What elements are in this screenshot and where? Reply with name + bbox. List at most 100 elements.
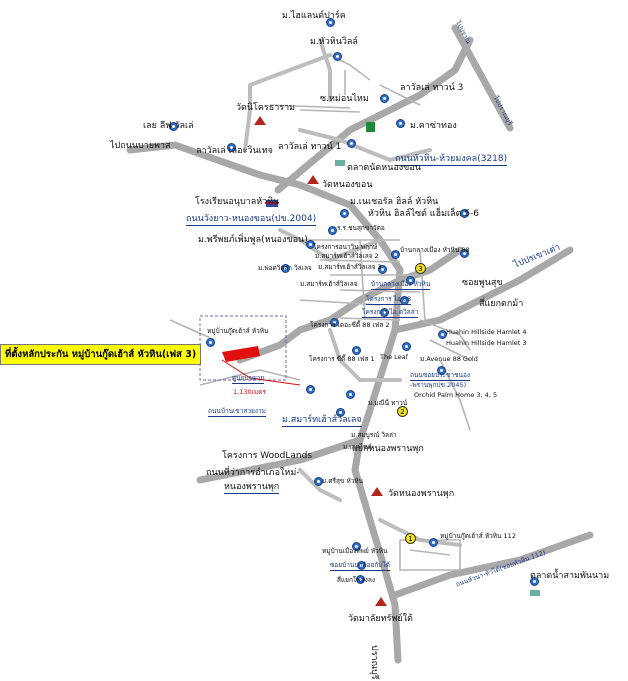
number-marker: 3 xyxy=(415,263,426,274)
road-southwest xyxy=(196,436,364,484)
road-west-hills xyxy=(278,228,382,262)
label-life-villa: เลย ลีฟ วัลเล่ xyxy=(143,121,194,131)
label-phawadi: ม.พ่อดวิลล่า วิลเลจ xyxy=(258,264,312,272)
property-highlight-label: ที่ตั้งหลักประกัน หมู่บ้านกู๊ดเฮ้าส์ หัว… xyxy=(0,344,202,365)
label-manee-town: ม.มณีนี่ ทาวน์ xyxy=(368,399,408,407)
label-market: ตลาดนัดหนองขอน xyxy=(347,163,421,173)
location-pin xyxy=(333,52,342,61)
label-srisuk: ม.ศรีสุข หัวหิน xyxy=(322,477,364,485)
road-east-branch xyxy=(391,246,574,334)
road-central-south xyxy=(351,266,404,664)
label-goodhouse-112: หมู่บ้านกู๊ดเฮ้าส์ หัวหิน 112 xyxy=(440,532,516,540)
label-road-khao-sam: ถนนบ้านเขาสวยงาม xyxy=(208,407,266,417)
label-soi-mon-mai: ซ.หม่อนไหม xyxy=(320,94,369,104)
label-market-sam-phan: ตลาดน้ำสามพันนาม xyxy=(530,571,610,581)
label-the-leaf: The Leaf xyxy=(380,353,408,361)
boundary-line-west xyxy=(169,319,301,386)
location-pin xyxy=(391,250,400,259)
temple-icon xyxy=(371,487,383,496)
location-pin xyxy=(328,226,337,235)
label-goodhouse: หมู่บ้านกู๊ดเฮ้าส์ หัวหิน xyxy=(207,327,269,335)
label-hh-hamlet3: Huahin Hillside Hamlet 3 xyxy=(446,339,527,347)
label-orchid: Orchid Palm Home 3, 4, 5 xyxy=(414,391,498,399)
number-marker: 1 xyxy=(405,533,416,544)
seven-eleven-icon xyxy=(366,122,375,132)
label-laguna3: ลาวัลเล่ ทาวน์ 3 xyxy=(400,83,464,93)
road-main-north xyxy=(274,36,474,194)
location-pin xyxy=(227,143,236,152)
location-pin xyxy=(460,249,469,258)
label-community: ศูนยบขยาย xyxy=(232,374,265,384)
road-northwest xyxy=(243,53,332,152)
market-icon-south xyxy=(530,590,540,596)
label-semsuk: ม.สมบูรณ์ วิลล่า xyxy=(351,431,397,439)
label-soi-nam-dai: ซอยบ้านนาต้อยกับได้ xyxy=(330,561,390,571)
road-lower-loop xyxy=(328,328,402,382)
label-hillside: หัวหิน ฮิลล์ไซด์ แฮ็มเล็ต 5-6 xyxy=(368,209,480,219)
location-pin xyxy=(347,139,356,148)
label-project-88: โครงการ ไอ 88 xyxy=(366,295,412,305)
temple-icon xyxy=(307,175,319,184)
label-mueang-mai: หมู่บ้านเมืองทัพย์ หัวหิน xyxy=(322,547,388,555)
label-highland-park: ม.ไฮแลนด์ปาร์ค xyxy=(282,11,346,21)
location-pin xyxy=(378,265,387,274)
location-pin xyxy=(314,477,323,486)
label-lakeside: ม.เลคไซด์ xyxy=(343,443,372,451)
local-roads-south xyxy=(399,539,461,571)
location-pin xyxy=(336,408,345,417)
label-rd-nongphran: หนองพรานพุก xyxy=(224,482,280,494)
location-pin xyxy=(356,575,365,584)
label-to-bypass: ไปถนนบายพาส xyxy=(110,141,171,151)
label-proj-anyaphon: โครงการอนาวิน พฤกษ์ xyxy=(313,243,378,251)
location-pin xyxy=(438,330,447,339)
location-pin xyxy=(330,318,339,327)
location-pin xyxy=(530,577,539,586)
location-pin xyxy=(169,122,178,131)
label-huahin-villa: ม.หัวหินวิลล์ xyxy=(310,37,358,47)
label-lavalle-town1: ลาวัลเล่ ทาวน์ 1 xyxy=(278,142,342,152)
location-pin xyxy=(380,94,389,103)
label-road-2004: ถนนวังยาว-หนองขอน(ปข.2004) xyxy=(186,214,317,226)
label-intersection-pho: สี่แยกโพล่งลง xyxy=(337,576,375,584)
location-pin xyxy=(429,538,438,547)
distance-line xyxy=(221,359,301,386)
location-pin xyxy=(460,209,469,218)
label-woodlands: โครงการ WoodLands xyxy=(222,451,313,461)
label-road-3218: ถนนหัวหิน-ห้วยมงคล(3218) xyxy=(395,154,508,166)
local-roads-east xyxy=(419,319,471,431)
label-nong-phran-intersection: แยกหนองพรานพุก xyxy=(352,444,424,454)
label-prem-88: บ้านกลางเมือง หัวหิน 88 xyxy=(400,246,470,254)
temple-icon xyxy=(254,116,266,125)
label-smart-village: ม.สมาร์ทเฮ้าส์วิลเลจ xyxy=(300,280,358,288)
label-ban-klang: บ้านกลางเมือง หัวหิน xyxy=(371,280,431,290)
location-pin xyxy=(396,119,405,128)
location-pin xyxy=(326,18,335,27)
number-marker: 2 xyxy=(397,406,408,417)
label-smart3: ม.สมาร์ทเฮ้าส์วิลเลจ 3 xyxy=(318,263,382,271)
label-avenue88: ม.Avenue 88 Gold xyxy=(420,355,478,363)
label-rd-soi-nong: ถนนซอยประชาชนอง xyxy=(410,371,471,381)
label-wat-nongkhon: วัดหนองขอน xyxy=(322,180,373,190)
label-perm-pool: ม.พรีพยภ์เพิ่มพูล(หนองขอน) xyxy=(198,235,308,245)
temple-icon xyxy=(375,597,387,606)
location-pin xyxy=(352,346,361,355)
location-pin xyxy=(206,338,215,347)
location-pin xyxy=(437,366,446,375)
road-3218 xyxy=(298,128,432,162)
market-icon xyxy=(335,160,345,166)
local-roads-north xyxy=(269,54,421,113)
location-pin xyxy=(281,264,290,273)
label-proj-i88: โครงการ ไอ.ตวิลล่า xyxy=(362,308,419,318)
location-pin xyxy=(357,561,366,570)
label-nature-hills: ม.เนเชอรัล ฮิลล์ หัวหิน xyxy=(350,197,439,207)
label-wat-mahathat: วัดมาลัยทรัพย์ใต้ xyxy=(348,614,413,624)
location-pin xyxy=(406,276,415,285)
road-south-east xyxy=(391,531,594,599)
label-smart2: ม.สมาร์ทเฮ้าส์วิลเลจ 2 xyxy=(315,252,379,260)
label-rd-amphoe: ถนนที่ว่าการอำเภอใหม่- xyxy=(206,468,300,478)
location-pin xyxy=(346,390,355,399)
label-wat-nongkhon-school: ร.ร.ชนสุกขาวัตอ xyxy=(337,224,385,232)
label-soi-phu-suk: ซอยพูนสุข xyxy=(462,278,503,288)
label-hh-hamlet4: Huahin Hillside Hamlet 4 xyxy=(446,328,527,336)
